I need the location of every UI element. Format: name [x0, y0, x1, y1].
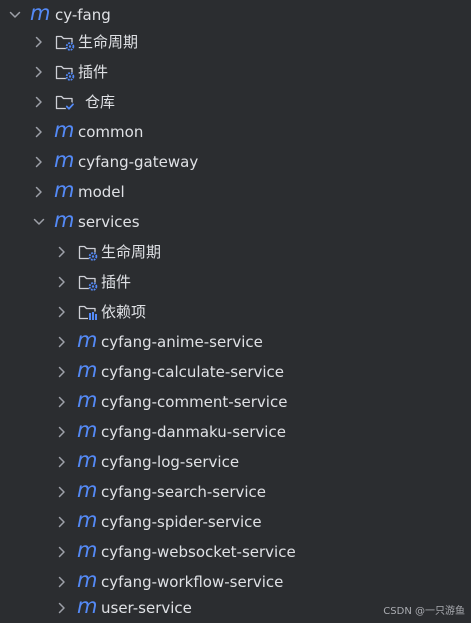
tree-row-log-service[interactable]: m cyfang-log-service: [0, 447, 471, 477]
module-icon: m: [54, 148, 74, 172]
tree-item-label: 生命周期: [78, 33, 139, 51]
tree-row-anime-service[interactable]: m cyfang-anime-service: [0, 327, 471, 357]
tree-item-label: cyfang-log-service: [101, 453, 240, 471]
module-icon: m: [77, 358, 97, 382]
tree-item-label: services: [78, 213, 140, 231]
module-icon: m: [77, 538, 97, 562]
tree-row-calculate-service[interactable]: m cyfang-calculate-service: [0, 357, 471, 387]
chevron-right-icon[interactable]: [54, 514, 70, 530]
chevron-right-icon[interactable]: [54, 424, 70, 440]
tree-row-lifecycle[interactable]: 生命周期: [0, 27, 471, 57]
chevron-right-icon[interactable]: [31, 184, 47, 200]
tree-item-label: common: [78, 123, 144, 141]
tree-row-workflow-service[interactable]: m cyfang-workflow-service: [0, 567, 471, 597]
tree-item-label: model: [78, 183, 125, 201]
tree-item-label: cyfang-comment-service: [101, 393, 288, 411]
folder-settings-icon: [78, 272, 100, 292]
tree-row-danmaku-service[interactable]: m cyfang-danmaku-service: [0, 417, 471, 447]
tree-row-services-plugins[interactable]: 插件: [0, 267, 471, 297]
chevron-right-icon[interactable]: [31, 64, 47, 80]
tree-row-user-service[interactable]: m user-service: [0, 593, 471, 623]
tree-item-label: cyfang-websocket-service: [101, 543, 296, 561]
chevron-right-icon[interactable]: [31, 94, 47, 110]
tree-row-comment-service[interactable]: m cyfang-comment-service: [0, 387, 471, 417]
chevron-right-icon[interactable]: [54, 484, 70, 500]
tree-item-label: 插件: [101, 273, 132, 291]
tree-row-root[interactable]: m cy-fang: [0, 0, 471, 30]
tree-item-label: cy-fang: [55, 6, 111, 24]
module-icon: m: [77, 328, 97, 352]
module-icon: m: [77, 478, 97, 502]
tree-item-label: cyfang-gateway: [78, 153, 199, 171]
tree-item-label: cyfang-anime-service: [101, 333, 263, 351]
chevron-right-icon[interactable]: [54, 600, 70, 616]
chevron-right-icon[interactable]: [54, 454, 70, 470]
chevron-right-icon[interactable]: [54, 544, 70, 560]
chevron-down-icon[interactable]: [31, 214, 47, 230]
watermark: CSDN @一只游鱼: [383, 606, 465, 617]
chevron-right-icon[interactable]: [54, 304, 70, 320]
chevron-right-icon[interactable]: [31, 154, 47, 170]
tree-item-label: cyfang-search-service: [101, 483, 267, 501]
tree-item-label: cyfang-spider-service: [101, 513, 262, 531]
tree-item-label: 生命周期: [101, 243, 162, 261]
tree-row-websocket-service[interactable]: m cyfang-websocket-service: [0, 537, 471, 567]
chevron-right-icon[interactable]: [54, 334, 70, 350]
chevron-right-icon[interactable]: [31, 124, 47, 140]
chevron-right-icon[interactable]: [54, 364, 70, 380]
tree-item-label: 插件: [78, 63, 109, 81]
tree-row-common[interactable]: m common: [0, 117, 471, 147]
module-icon: m: [77, 594, 97, 618]
tree-item-label: cyfang-workflow-service: [101, 573, 284, 591]
folder-settings-icon: [78, 242, 100, 262]
module-icon: m: [54, 208, 74, 232]
tree-row-model[interactable]: m model: [0, 177, 471, 207]
tree-item-label: user-service: [101, 599, 192, 617]
tree-row-services-dependencies[interactable]: 依赖项: [0, 297, 471, 327]
folder-settings-icon: [55, 32, 77, 52]
chevron-right-icon[interactable]: [31, 34, 47, 50]
module-icon: m: [54, 118, 74, 142]
chevron-down-icon[interactable]: [7, 7, 23, 23]
module-icon: m: [77, 568, 97, 592]
module-icon: m: [54, 178, 74, 202]
module-icon: m: [77, 448, 97, 472]
module-icon: m: [77, 508, 97, 532]
folder-library-icon: [78, 302, 100, 322]
tree-row-search-service[interactable]: m cyfang-search-service: [0, 477, 471, 507]
tree-row-spider-service[interactable]: m cyfang-spider-service: [0, 507, 471, 537]
module-icon: m: [77, 388, 97, 412]
chevron-right-icon[interactable]: [54, 274, 70, 290]
module-icon: m: [77, 418, 97, 442]
folder-check-icon: [55, 92, 77, 112]
tree-item-label: cyfang-calculate-service: [101, 363, 285, 381]
tree-row-services[interactable]: m services: [0, 207, 471, 237]
tree-item-label: cyfang-danmaku-service: [101, 423, 286, 441]
folder-settings-icon: [55, 62, 77, 82]
tree-row-services-lifecycle[interactable]: 生命周期: [0, 237, 471, 267]
chevron-right-icon[interactable]: [54, 574, 70, 590]
chevron-right-icon[interactable]: [54, 394, 70, 410]
tree-row-repositories[interactable]: 仓库: [0, 87, 471, 117]
tree-item-label: 仓库: [85, 93, 116, 111]
tree-row-cyfang-gateway[interactable]: m cyfang-gateway: [0, 147, 471, 177]
tree-row-plugins[interactable]: 插件: [0, 57, 471, 87]
chevron-right-icon[interactable]: [54, 244, 70, 260]
module-icon: m: [30, 1, 50, 25]
tree-item-label: 依赖项: [101, 303, 147, 321]
